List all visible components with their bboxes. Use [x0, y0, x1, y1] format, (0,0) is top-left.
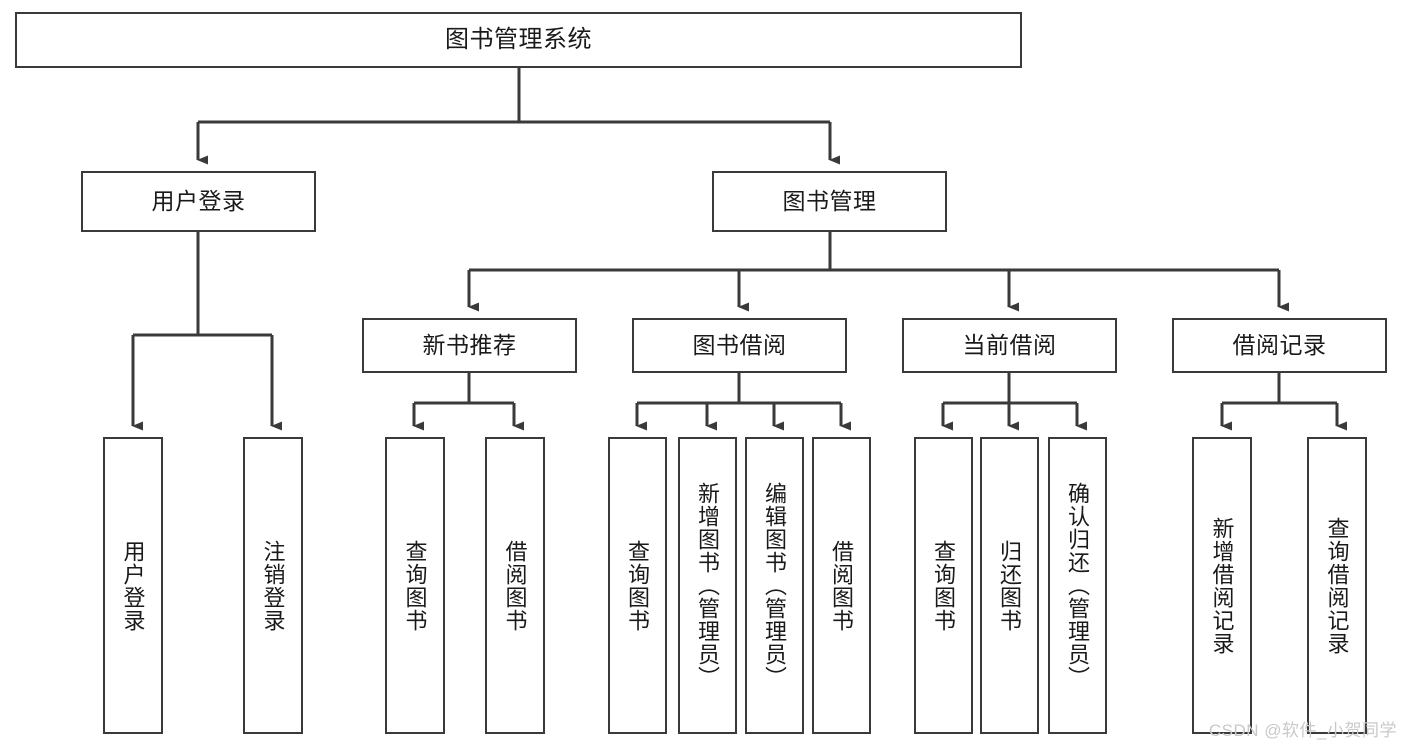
leaf-query-book-recommendation[interactable]: 查询图书 [385, 437, 445, 734]
node-label: 新书推荐 [422, 331, 517, 358]
leaf-add-book-admin[interactable]: 新增图书（管理员） [678, 437, 737, 734]
node-label: 确认归还（管理员） [1065, 482, 1091, 689]
node-label: 借阅图书 [829, 539, 855, 632]
node-book-borrowing[interactable]: 图书借阅 [632, 318, 847, 373]
node-new-book-recommendation[interactable]: 新书推荐 [362, 318, 577, 373]
node-label: 借阅记录 [1232, 331, 1327, 358]
node-label: 用户登录 [151, 187, 246, 214]
node-label: 查询图书 [931, 539, 957, 632]
csdn-watermark: CSDN @软件_小贺同学 [1208, 721, 1397, 740]
leaf-logout[interactable]: 注销登录 [243, 437, 303, 734]
leaf-query-book-current[interactable]: 查询图书 [914, 437, 973, 734]
leaf-borrow-book-borrowing[interactable]: 借阅图书 [812, 437, 871, 734]
node-label: 图书管理 [782, 187, 877, 214]
node-root-book-management-system[interactable]: 图书管理系统 [15, 12, 1022, 68]
node-label: 当前借阅 [962, 331, 1057, 358]
node-label: 查询借阅记录 [1324, 516, 1350, 655]
node-label: 新增借阅记录 [1209, 516, 1235, 655]
leaf-query-borrowing-record[interactable]: 查询借阅记录 [1307, 437, 1367, 734]
node-label: 归还图书 [997, 539, 1023, 632]
leaf-query-book-borrowing[interactable]: 查询图书 [608, 437, 667, 734]
leaf-return-book[interactable]: 归还图书 [980, 437, 1039, 734]
leaf-add-borrowing-record[interactable]: 新增借阅记录 [1192, 437, 1252, 734]
node-label: 编辑图书（管理员） [762, 482, 788, 689]
node-label: 借阅图书 [502, 539, 528, 632]
node-borrowing-record[interactable]: 借阅记录 [1172, 318, 1387, 373]
node-label: 用户登录 [120, 539, 146, 632]
node-label: 图书管理系统 [445, 25, 592, 53]
node-label: 查询图书 [625, 539, 651, 632]
leaf-confirm-return-admin[interactable]: 确认归还（管理员） [1048, 437, 1107, 734]
leaf-edit-book-admin[interactable]: 编辑图书（管理员） [745, 437, 804, 734]
node-book-management[interactable]: 图书管理 [712, 171, 947, 232]
leaf-user-login[interactable]: 用户登录 [103, 437, 163, 734]
node-user-login[interactable]: 用户登录 [81, 171, 316, 232]
leaf-borrow-book-recommendation[interactable]: 借阅图书 [485, 437, 545, 734]
node-current-borrowing[interactable]: 当前借阅 [902, 318, 1117, 373]
node-label: 注销登录 [260, 539, 286, 632]
node-label: 新增图书（管理员） [695, 482, 721, 689]
node-label: 图书借阅 [692, 331, 787, 358]
node-label: 查询图书 [402, 539, 428, 632]
